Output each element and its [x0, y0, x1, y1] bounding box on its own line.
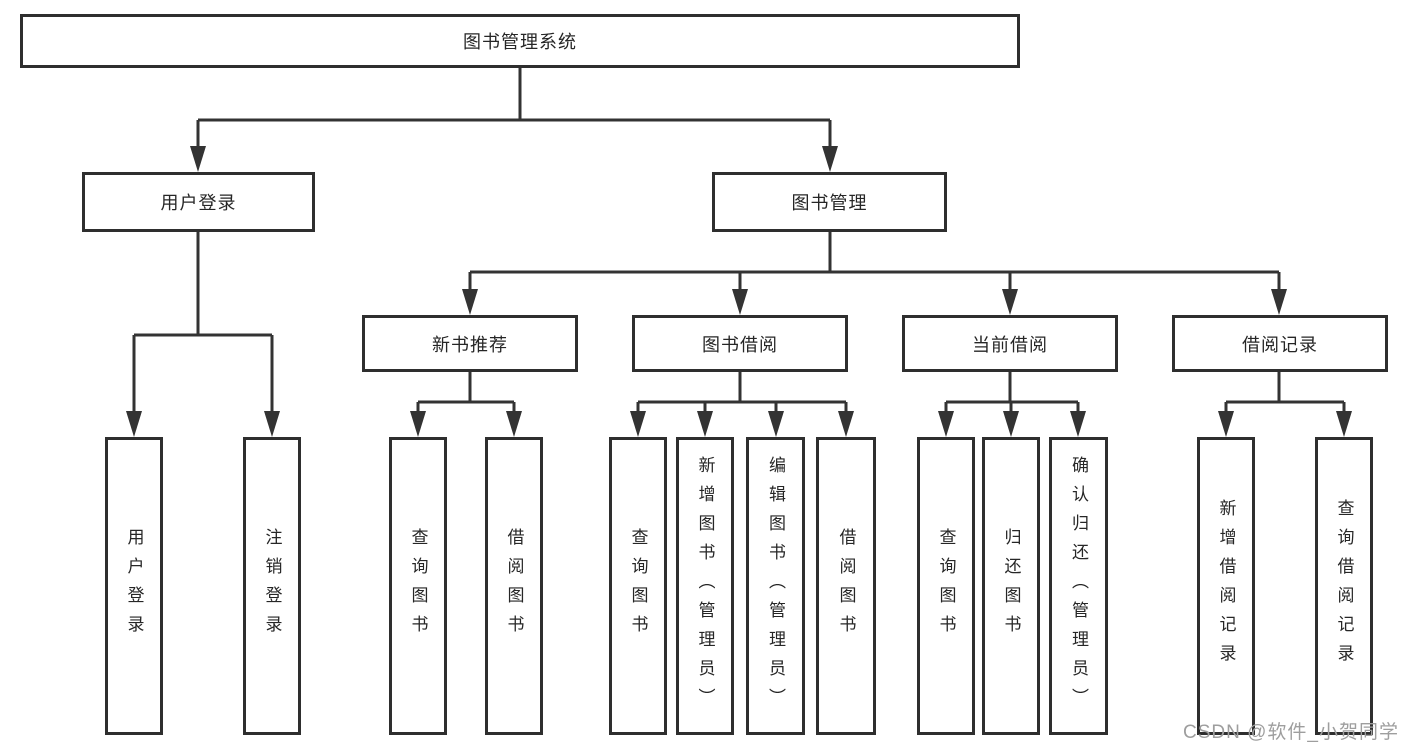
leaf-bb-add-books-admin-label: 新增图书（管理员）: [695, 455, 715, 717]
node-user-login-label: 用户登录: [160, 193, 237, 213]
leaf-nbr-query-books-label: 查询图书: [408, 528, 428, 644]
leaf-cb-confirm-return-admin: 确认归还（管理员）: [1049, 437, 1108, 735]
node-book-management: 图书管理: [712, 172, 947, 232]
leaf-bb-borrow-books-label: 借阅图书: [836, 528, 856, 644]
node-book-borrowing-label: 图书借阅: [702, 334, 778, 355]
leaf-bb-edit-books-admin: 编辑图书（管理员）: [746, 437, 805, 735]
leaf-cb-return-books-label: 归还图书: [1001, 528, 1021, 644]
leaf-cb-confirm-return-admin-label: 确认归还（管理员）: [1069, 455, 1088, 717]
node-root: 图书管理系统: [20, 14, 1020, 68]
node-new-book-recommend-label: 新书推荐: [432, 334, 508, 355]
watermark: CSDN @软件_小贺同学: [1183, 722, 1399, 743]
leaf-user-login-label: 用户登录: [124, 528, 144, 644]
node-current-borrowing: 当前借阅: [902, 315, 1118, 372]
node-user-login: 用户登录: [82, 172, 315, 232]
leaf-cb-return-books: 归还图书: [982, 437, 1040, 735]
node-book-management-label: 图书管理: [791, 193, 868, 213]
node-book-borrowing: 图书借阅: [632, 315, 848, 372]
node-new-book-recommend: 新书推荐: [362, 315, 578, 372]
leaf-cb-query-books-label: 查询图书: [936, 528, 956, 644]
leaf-logout-label: 注销登录: [262, 528, 282, 644]
node-root-label: 图书管理系统: [463, 32, 577, 52]
leaf-bb-borrow-books: 借阅图书: [816, 437, 876, 735]
leaf-bb-query-books-label: 查询图书: [628, 528, 648, 644]
leaf-br-query-record-label: 查询借阅记录: [1334, 499, 1354, 673]
leaf-bb-edit-books-admin-label: 编辑图书（管理员）: [766, 455, 785, 717]
leaf-br-query-record: 查询借阅记录: [1315, 437, 1373, 735]
node-borrowing-records-label: 借阅记录: [1242, 334, 1318, 355]
leaf-nbr-borrow-books-label: 借阅图书: [504, 528, 524, 644]
leaf-nbr-borrow-books: 借阅图书: [485, 437, 543, 735]
leaf-cb-query-books: 查询图书: [917, 437, 975, 735]
node-current-borrowing-label: 当前借阅: [972, 334, 1048, 355]
leaf-user-login: 用户登录: [105, 437, 163, 735]
leaf-br-add-record-label: 新增借阅记录: [1216, 499, 1236, 673]
node-borrowing-records: 借阅记录: [1172, 315, 1388, 372]
leaf-bb-add-books-admin: 新增图书（管理员）: [676, 437, 734, 735]
leaf-br-add-record: 新增借阅记录: [1197, 437, 1255, 735]
leaf-nbr-query-books: 查询图书: [389, 437, 447, 735]
leaf-logout: 注销登录: [243, 437, 301, 735]
leaf-bb-query-books: 查询图书: [609, 437, 667, 735]
